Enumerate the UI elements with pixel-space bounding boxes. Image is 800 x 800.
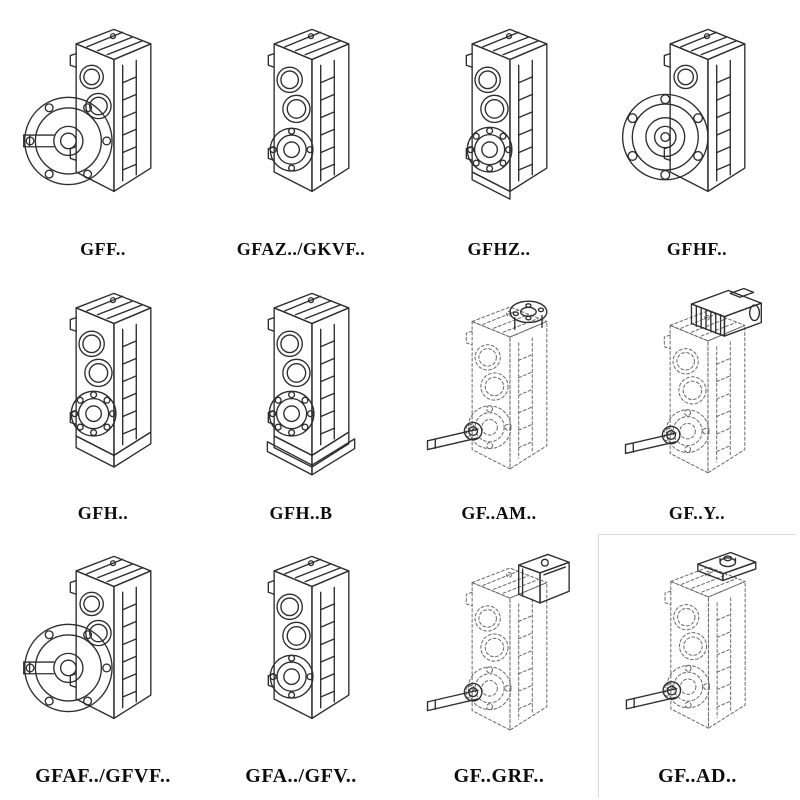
gearbox-grid: GFF.. GFAZ../GKVF.. GFHZ.. GFHF.. GFH.. … xyxy=(4,6,796,798)
gearbox-cell-gfgrf: GF..GRF.. xyxy=(400,534,598,798)
gearbox-model-label: GF..AD.. xyxy=(658,765,737,787)
gearbox-hollow-shaft-bearing-illustration xyxy=(412,8,587,237)
gearbox-model-label: GFA../GFV.. xyxy=(245,765,357,787)
gearbox-foot-mounted-base-illustration xyxy=(214,272,389,501)
gearbox-model-label: GF..Y.. xyxy=(668,503,726,523)
gearbox-model-label: GFHF.. xyxy=(666,239,728,259)
gearbox-model-label: GFH.. xyxy=(77,503,129,523)
gearbox-output-flange-illustration xyxy=(610,8,785,237)
gearbox-input-adapter-phantom-illustration xyxy=(412,536,587,763)
gearbox-cell-gfaz-gkvf: GFAZ../GKVF.. xyxy=(202,6,400,270)
gearbox-cell-gfad: GF..AD.. xyxy=(598,534,796,798)
gearbox-flange-output-shaft-illustration xyxy=(16,536,191,763)
gearbox-input-shaft-adapter-phantom-illustration xyxy=(611,537,785,763)
gearbox-model-label: GFHZ.. xyxy=(467,239,531,259)
gearbox-hollow-shaft-illustration xyxy=(214,8,389,237)
gearbox-cell-gfa-gfv: GFA../GFV.. xyxy=(202,534,400,798)
gearbox-model-label: GF..GRF.. xyxy=(453,765,545,787)
gearbox-model-label: GFAF../GFVF.. xyxy=(35,765,171,787)
gearbox-cell-gfam: GF..AM.. xyxy=(400,270,598,534)
gearbox-cell-gfhf: GFHF.. xyxy=(598,6,796,270)
gearbox-cell-gfaf-gfvf: GFAF../GFVF.. xyxy=(4,534,202,798)
gearbox-model-label: GFF.. xyxy=(80,239,126,259)
gearbox-cell-gfy: GF..Y.. xyxy=(598,270,796,534)
gearbox-iec-adapter-phantom-illustration xyxy=(412,272,587,501)
gearbox-with-motor-phantom-illustration xyxy=(610,272,785,501)
gearbox-model-label: GFAZ../GKVF.. xyxy=(236,239,366,259)
gearbox-cell-gfhz: GFHZ.. xyxy=(400,6,598,270)
gearbox-cell-gff: GFF.. xyxy=(4,6,202,270)
gearbox-model-label: GF..AM.. xyxy=(461,503,537,523)
gearbox-cell-gfh: GFH.. xyxy=(4,270,202,534)
gearbox-hollow-shaft-illustration xyxy=(214,536,389,763)
gearbox-foot-mounted-illustration xyxy=(16,272,191,501)
gearbox-cell-gfhb: GFH..B xyxy=(202,270,400,534)
gearbox-model-label: GFH..B xyxy=(269,503,333,523)
gearbox-flange-output-shaft-illustration xyxy=(16,8,191,237)
